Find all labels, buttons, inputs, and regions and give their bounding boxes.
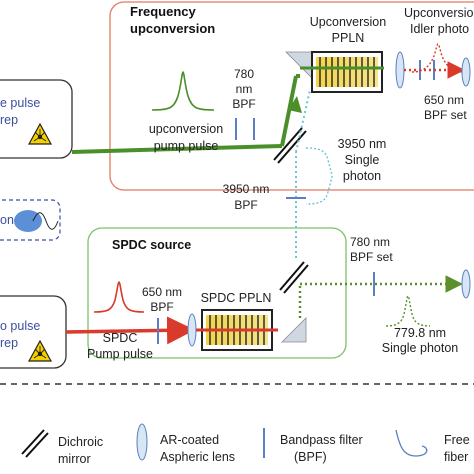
oscillator-icon [14, 210, 42, 232]
bpf-650-top-label-1: 650 nm [424, 93, 464, 107]
control-box-label: on [0, 213, 14, 227]
bpf-650-top-label-2: BPF set [424, 108, 467, 122]
bpf-780-top-label-2: nm [236, 82, 253, 96]
spdc-source-box [87, 227, 347, 359]
legend-lens-label-2: Aspheric lens [160, 450, 235, 464]
signal-3950-pulse-shape [305, 147, 333, 205]
single-3950-label-1: 3950 nm [338, 137, 387, 151]
upconversion-ppln-label-2: PPLN [332, 31, 365, 45]
upconversion-ppln-label-1: Upconversion [310, 15, 386, 29]
legend-fiber-label-1: Free [444, 433, 470, 447]
legend-fiber-icon [395, 429, 428, 457]
bpf-3950-label-1: 3950 nm [223, 182, 270, 196]
upconversion-title-line2: upconversion [130, 21, 215, 36]
laser-source-bottom-label1: o pulse [0, 319, 40, 333]
legend-bpf-label-2: (BPF) [294, 450, 327, 464]
spdc-source-title: SPDC source [112, 238, 191, 252]
upconversion-ppln-crystal [311, 51, 383, 93]
legend-lens-icon [136, 423, 148, 461]
laser-warning-icon-bottom [27, 339, 53, 362]
control-box [0, 199, 61, 241]
legend-fiber-label-2: fiber [444, 450, 468, 464]
legend-dichroic-label-2: mirror [58, 452, 91, 466]
upconversion-idler-label-1: Upconversion [404, 6, 474, 20]
bpf-780-bottom-label-1: 780 nm [350, 235, 390, 249]
upconversion-title-line1: Frequency [130, 4, 197, 19]
dichroic-mirror-bottom [279, 261, 309, 294]
legend-dichroic-label-1: Dichroic [58, 435, 103, 449]
laser-source-top-label2: rep [0, 113, 18, 127]
fiber-coupler-lens-bottom [461, 269, 471, 299]
legend-bpf-label-1: Bandpass filter [280, 433, 363, 447]
fiber-coupler-lens-top [461, 57, 471, 87]
spdc-pump-label-1: SPDC [103, 331, 138, 345]
legend-lens-label-1: AR-coated [160, 433, 219, 447]
single-3950-label-3: photon [343, 169, 381, 183]
upconversion-pump-label-2: pump pulse [154, 139, 219, 153]
bpf-780-top-label-1: 780 [234, 67, 254, 81]
ar-lens-top [395, 51, 405, 89]
single-779-label-2: Single photon [382, 341, 459, 355]
upconversion-pump-label-1: upconversion [149, 122, 223, 136]
signal-3950-beam-top [295, 89, 311, 153]
bpf-650-bottom-label-1: 650 nm [142, 285, 182, 299]
single-779-label-1: 779.8 nm [394, 326, 446, 340]
spdc-pump-label-2: Pump pulse [87, 347, 153, 361]
bpf-650-bottom-label-2: BPF [150, 300, 173, 314]
spdc-pump-pulse-shape [93, 281, 145, 313]
bpf-780-bottom-label-2: BPF set [350, 250, 393, 264]
upconversion-pump-pulse-shape [151, 71, 215, 111]
dichroic-mirror-top [273, 127, 307, 164]
upconversion-pump-beam-up [280, 75, 298, 147]
laser-source-bottom-label2: rep [0, 336, 18, 350]
mirror-prism-bottom [281, 317, 307, 343]
legend-dichroic-icon [21, 429, 49, 458]
spdc-pump-beam [65, 316, 195, 345]
sine-wave-icon [32, 212, 59, 230]
laser-warning-icon-top [27, 122, 53, 145]
ar-lens-spdc [187, 313, 197, 347]
upconversion-idler-label-2: Idler photo [410, 22, 469, 36]
laser-source-top [0, 79, 73, 159]
bpf-3950-label-2: BPF [234, 198, 257, 212]
upconversion-pump-beam [71, 144, 283, 154]
bpf-780-top-label-3: BPF [232, 97, 255, 111]
laser-source-top-label1: e pulse [0, 96, 40, 110]
upconversion-box [109, 1, 474, 191]
upconversion-pump-arrowhead [288, 96, 302, 113]
single-3950-label-2: Single [345, 153, 380, 167]
signal-779-pulse-shape [385, 295, 431, 327]
spdc-ppln-label: SPDC PPLN [201, 291, 272, 305]
idler-pulse-shape [411, 43, 465, 73]
